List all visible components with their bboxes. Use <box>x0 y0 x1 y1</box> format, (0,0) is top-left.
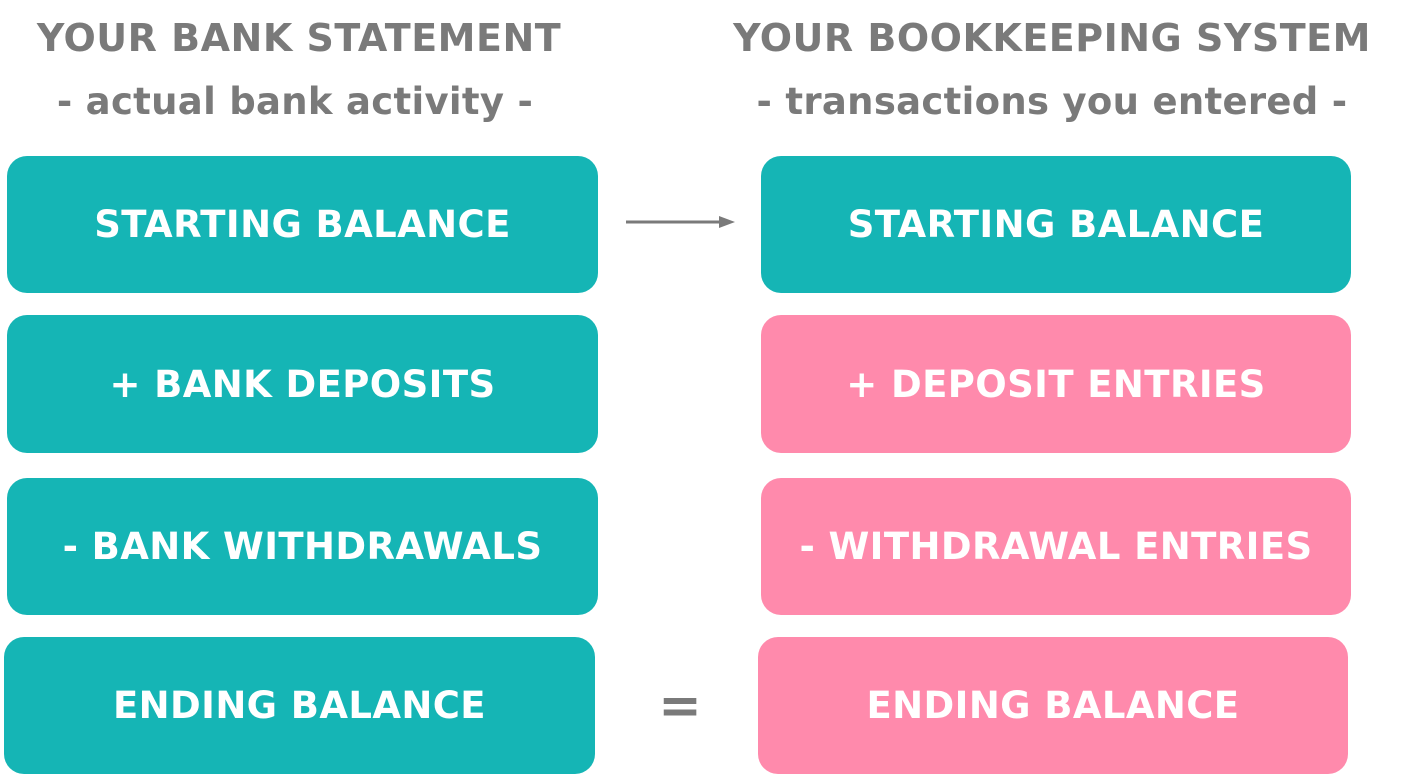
bank-withdrawals-box: - BANK WITHDRAWALS <box>7 478 598 615</box>
bank-withdrawals-label: - BANK WITHDRAWALS <box>62 525 543 568</box>
bank-ending-balance-box: ENDING BALANCE <box>4 637 595 774</box>
bookkeeping-system-title: YOUR BOOKKEEPING SYSTEM <box>733 16 1371 60</box>
deposit-entries-box: + DEPOSIT ENTRIES <box>761 315 1351 453</box>
bank-deposits-box: + BANK DEPOSITS <box>7 315 598 453</box>
right-arrow-icon <box>626 216 735 228</box>
deposit-entries-label: + DEPOSIT ENTRIES <box>846 362 1266 406</box>
books-ending-balance-label: ENDING BALANCE <box>866 684 1240 727</box>
withdrawal-entries-label: - WITHDRAWAL ENTRIES <box>799 525 1313 568</box>
bank-statement-title: YOUR BANK STATEMENT <box>36 16 562 60</box>
books-ending-balance-box: ENDING BALANCE <box>758 637 1348 774</box>
bank-ending-balance-label: ENDING BALANCE <box>113 684 486 727</box>
equals-symbol: = <box>658 676 702 736</box>
bank-deposits-label: + BANK DEPOSITS <box>109 362 496 406</box>
withdrawal-entries-box: - WITHDRAWAL ENTRIES <box>761 478 1351 615</box>
books-starting-balance-label: STARTING BALANCE <box>847 203 1265 246</box>
bank-starting-balance-label: STARTING BALANCE <box>94 203 511 246</box>
bookkeeping-system-subtitle: - transactions you entered - <box>756 80 1348 123</box>
books-starting-balance-box: STARTING BALANCE <box>761 156 1351 293</box>
bank-statement-subtitle: - actual bank activity - <box>56 80 534 123</box>
bank-starting-balance-box: STARTING BALANCE <box>7 156 598 293</box>
